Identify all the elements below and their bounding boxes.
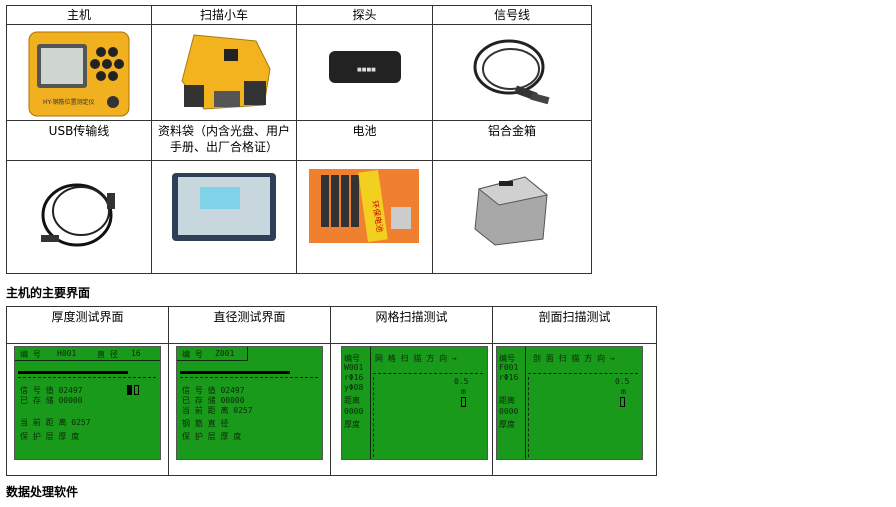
grid-scan-title: 网 格 扫 描 方 向 → (375, 354, 457, 363)
header-signal-cable: 信号线 (432, 5, 592, 25)
thickness-id-value: H001 (57, 349, 77, 358)
diameter-screen-cell: 编 号 Z001 信 号 值 02497 已 存 储 00000 当 前 距 离… (168, 343, 331, 476)
header-host: 主机 (6, 5, 152, 25)
thickness-dia-label: 直 径 (97, 350, 118, 359)
header-scan-cart: 扫描小车 (151, 5, 297, 25)
header-thickness-screen: 厚度测试界面 (6, 306, 169, 344)
host-device-image: HY-钢筋位置测定仪 (28, 31, 130, 117)
probe-image-cell: ■■■■ (296, 24, 433, 121)
grid-scale: 0.5 (454, 377, 469, 386)
grid-side-r: rΦ16 (344, 373, 364, 382)
header-diameter-screen: 直径测试界面 (168, 306, 331, 344)
section-side-dist: 0000 (499, 407, 519, 416)
scan-cart-image (181, 34, 271, 110)
section-side-id: F001 (499, 363, 519, 372)
thickness-signal: 信 号 值 02497 (20, 386, 83, 395)
aluminum-case-image-cell (432, 160, 592, 274)
grid-side-y: yΦ08 (344, 383, 364, 392)
header-probe: 探头 (296, 5, 433, 25)
thickness-id-label: 编 号 (20, 350, 41, 359)
thickness-screen-cell: 编 号 H001 直 径 16 信 号 值 02497 已 存 储 00000 … (6, 343, 169, 476)
host-device-label: HY-钢筋位置测定仪 (43, 98, 95, 106)
thickness-saved: 已 存 储 00000 (20, 396, 83, 405)
aluminum-case-image (474, 176, 549, 246)
grid-side-id: W001 (344, 363, 364, 372)
diameter-id-value: Z001 (215, 349, 235, 358)
probe-image: ■■■■ (329, 51, 401, 83)
header-section-scan: 剖面扫描测试 (492, 306, 657, 344)
thickness-dia-value: 16 (131, 349, 141, 358)
signal-cable-image (473, 39, 550, 105)
grid-unit: m (461, 387, 466, 396)
grid-side-thickness: 厚度 (344, 420, 360, 429)
grid-side-dist: 0000 (344, 407, 364, 416)
diameter-lcd: 编 号 Z001 信 号 值 02497 已 存 储 00000 当 前 距 离… (176, 346, 323, 460)
diameter-rebar-dia: 钢 筋 直 径 (182, 419, 229, 428)
section-scan-title: 剖 面 扫 描 方 向 → (533, 354, 615, 363)
section-scan-screen-cell: 编号 F001 rΦ16 距离 0000 厚度 剖 面 扫 描 方 向 → 0.… (492, 343, 657, 476)
grid-scan-screen-cell: 编号 W001 rΦ16 yΦ08 距离 0000 厚度 网 格 扫 描 方 向… (330, 343, 493, 476)
svg-text:■■■■: ■■■■ (357, 67, 376, 73)
scan-cart-image-cell (151, 24, 297, 121)
label-document-bag: 资料袋（内含光盘、用户手册、出厂合格证） (151, 120, 297, 161)
document-bag-image-cell (151, 160, 297, 274)
thickness-distance: 当 前 距 离 0257 (20, 418, 91, 427)
diameter-distance: 当 前 距 离 0257 (182, 406, 253, 415)
header-grid-scan: 网格扫描测试 (330, 306, 493, 344)
thickness-cover: 保 护 层 厚 度 (20, 432, 80, 441)
screens-table: 厚度测试界面 直径测试界面 网格扫描测试 剖面扫描测试 编 号 H001 直 径… (6, 306, 657, 476)
parts-table: 主机 扫描小车 探头 信号线 HY-钢筋位置测定仪 (6, 5, 592, 274)
battery-image: 环保电池 (309, 169, 419, 243)
diameter-cover: 保 护 层 厚 度 (182, 432, 242, 441)
grid-scan-lcd: 编号 W001 rΦ16 yΦ08 距离 0000 厚度 网 格 扫 描 方 向… (341, 346, 488, 460)
document-bag-image (172, 173, 276, 241)
section-scale: 0.5 (615, 377, 630, 386)
host-image-cell: HY-钢筋位置测定仪 (6, 24, 152, 121)
section-side-label: 编号 (499, 354, 515, 363)
section-unit: m (621, 387, 626, 396)
section-side-thickness: 厚度 (499, 420, 515, 429)
section-title-main-screens: 主机的主要界面 (6, 286, 91, 300)
section-side-r: rΦ16 (499, 373, 519, 382)
label-battery: 电池 (296, 120, 433, 161)
diameter-signal: 信 号 值 02497 (182, 386, 245, 395)
grid-side-dist-label: 距离 (344, 396, 360, 405)
section-side-dist-label: 距离 (499, 396, 515, 405)
label-aluminum-case: 铝合金箱 (432, 120, 592, 161)
label-usb-cable: USB传输线 (6, 120, 152, 161)
grid-side-label: 编号 (344, 354, 360, 363)
section-title-software: 数据处理软件 (6, 485, 79, 499)
section-scan-lcd: 编号 F001 rΦ16 距离 0000 厚度 剖 面 扫 描 方 向 → 0.… (496, 346, 643, 460)
diameter-saved: 已 存 储 00000 (182, 396, 245, 405)
thickness-lcd: 编 号 H001 直 径 16 信 号 值 02497 已 存 储 00000 … (14, 346, 161, 460)
diameter-id-label: 编 号 (182, 350, 203, 359)
usb-cable-image-cell (6, 160, 152, 274)
signal-cable-image-cell (432, 24, 592, 121)
battery-image-cell: 环保电池 (296, 160, 433, 274)
usb-cable-image (41, 183, 115, 247)
